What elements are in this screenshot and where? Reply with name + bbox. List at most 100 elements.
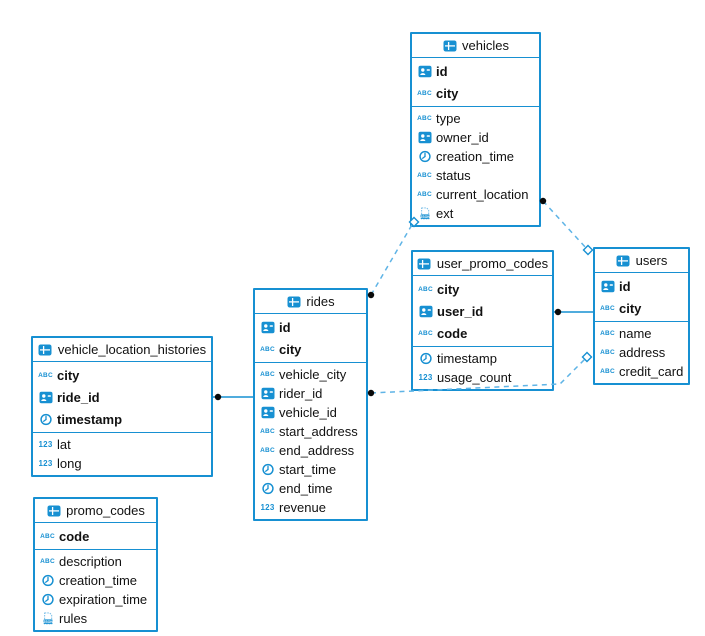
column-row[interactable]: ABC end_address — [255, 441, 366, 460]
text-type-icon: ABC — [40, 532, 55, 540]
column-name: creation_time — [59, 573, 138, 588]
column-name: city — [436, 85, 459, 101]
column-name: ext — [436, 206, 454, 221]
column-row[interactable]: ABC code — [413, 322, 552, 344]
column-name: timestamp — [57, 411, 123, 427]
table-promo-codes[interactable]: promo_codes ABC code ABC description cre… — [33, 497, 158, 632]
clock-icon — [38, 412, 53, 426]
text-type-icon: ABC — [600, 349, 615, 356]
number-type-icon: 123 — [38, 459, 53, 468]
column-row[interactable]: start_time — [255, 460, 366, 479]
table-users[interactable]: users id ABC city ABC name ABC address A… — [593, 247, 690, 385]
column-name: user_id — [437, 303, 484, 319]
column-name: end_address — [279, 443, 355, 458]
table-user-promo-codes-header[interactable]: user_promo_codes — [413, 252, 552, 276]
column-row[interactable]: ABC city — [413, 278, 552, 300]
column-row[interactable]: timestamp — [33, 408, 211, 430]
column-name: rules — [59, 611, 88, 626]
column-row[interactable]: user_id — [413, 300, 552, 322]
column-name: ride_id — [57, 389, 100, 405]
column-row[interactable]: timestamp — [413, 349, 552, 368]
primary-key-section: ABC city ride_id timestamp — [33, 362, 211, 433]
columns-section: ABC vehicle_city rider_id vehicle_id ABC… — [255, 363, 366, 519]
id-badge-icon — [417, 64, 432, 78]
json-document-icon — [417, 207, 432, 221]
column-row[interactable]: 123 long — [33, 454, 211, 473]
text-type-icon: ABC — [260, 345, 275, 353]
table-grid-icon — [442, 39, 457, 53]
text-type-icon: ABC — [417, 89, 432, 97]
table-rides[interactable]: rides id ABC city ABC vehicle_city rider… — [253, 288, 368, 521]
text-type-icon: ABC — [260, 371, 275, 378]
text-type-icon: ABC — [600, 304, 615, 312]
text-type-icon: ABC — [38, 371, 53, 379]
table-user-promo-codes[interactable]: user_promo_codes ABC city user_id ABC co… — [411, 250, 554, 391]
column-name: id — [436, 63, 448, 79]
table-grid-icon — [417, 257, 432, 271]
column-row[interactable]: vehicle_id — [255, 403, 366, 422]
column-row[interactable]: ABC address — [595, 343, 688, 362]
column-row[interactable]: id — [595, 275, 688, 297]
column-row[interactable]: ABC city — [255, 338, 366, 360]
column-name: city — [279, 341, 302, 357]
primary-key-section: id ABC city — [412, 58, 539, 107]
table-promo-codes-header[interactable]: promo_codes — [35, 499, 156, 523]
id-badge-icon — [260, 406, 275, 420]
text-type-icon: ABC — [417, 172, 432, 179]
table-title: users — [635, 253, 668, 268]
column-row[interactable]: creation_time — [35, 571, 156, 590]
clock-icon — [260, 463, 275, 477]
column-name: id — [279, 319, 291, 335]
column-row[interactable]: id — [255, 316, 366, 338]
column-row[interactable]: rules — [35, 609, 156, 628]
column-row[interactable]: ABC name — [595, 324, 688, 343]
table-title: promo_codes — [66, 503, 145, 518]
column-row[interactable]: expiration_time — [35, 590, 156, 609]
column-row[interactable]: ABC start_address — [255, 422, 366, 441]
column-row[interactable]: ride_id — [33, 386, 211, 408]
table-vehicle-location-histories[interactable]: vehicle_location_histories ABC city ride… — [31, 336, 213, 477]
column-row[interactable]: owner_id — [412, 128, 539, 147]
column-row[interactable]: ABC code — [35, 525, 156, 547]
column-row[interactable]: ext — [412, 204, 539, 223]
table-title: vehicles — [462, 38, 509, 53]
column-row[interactable]: 123 revenue — [255, 498, 366, 517]
json-document-icon — [40, 612, 55, 626]
relation-rides-to-users[interactable] — [370, 357, 587, 394]
column-row[interactable]: 123 usage_count — [413, 368, 552, 387]
table-users-header[interactable]: users — [595, 249, 688, 273]
table-vehicles-header[interactable]: vehicles — [412, 34, 539, 58]
column-row[interactable]: ABC credit_card — [595, 362, 688, 381]
column-name: usage_count — [437, 370, 512, 385]
column-name: address — [619, 345, 666, 360]
text-type-icon: ABC — [40, 558, 55, 565]
column-row[interactable]: id — [412, 60, 539, 82]
relation-rides-to-vehicles[interactable] — [370, 222, 414, 296]
table-grid-icon — [38, 343, 53, 357]
table-vehicles[interactable]: vehicles id ABC city ABC type owner_id — [410, 32, 541, 227]
column-row[interactable]: 123 lat — [33, 435, 211, 454]
clock-icon — [40, 593, 55, 607]
column-row[interactable]: end_time — [255, 479, 366, 498]
text-type-icon: ABC — [260, 447, 275, 454]
column-row[interactable]: ABC status — [412, 166, 539, 185]
column-row[interactable]: ABC description — [35, 552, 156, 571]
column-name: end_time — [279, 481, 333, 496]
column-row[interactable]: rider_id — [255, 384, 366, 403]
column-row[interactable]: ABC city — [412, 82, 539, 104]
columns-section: ABC name ABC address ABC credit_card — [595, 322, 688, 383]
table-vehicle-location-histories-header[interactable]: vehicle_location_histories — [33, 338, 211, 362]
column-row[interactable]: ABC vehicle_city — [255, 365, 366, 384]
relation-vehicles-to-users[interactable] — [542, 200, 588, 250]
column-name: code — [437, 325, 468, 341]
column-row[interactable]: ABC city — [33, 364, 211, 386]
column-row[interactable]: ABC type — [412, 109, 539, 128]
column-row[interactable]: ABC current_location — [412, 185, 539, 204]
table-rides-header[interactable]: rides — [255, 290, 366, 314]
column-row[interactable]: creation_time — [412, 147, 539, 166]
id-badge-icon — [417, 131, 432, 145]
column-row[interactable]: ABC city — [595, 297, 688, 319]
column-name: id — [619, 278, 631, 294]
table-title: rides — [306, 294, 335, 309]
